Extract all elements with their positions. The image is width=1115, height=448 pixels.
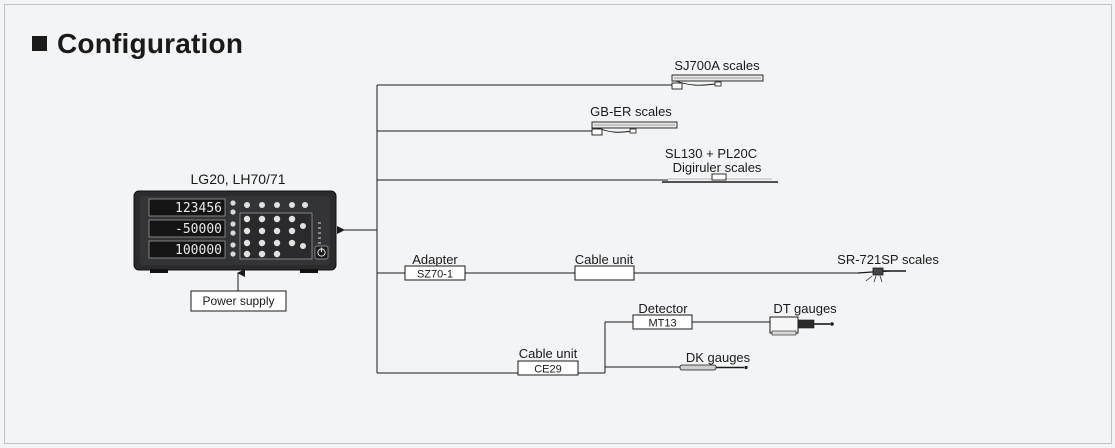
sl130-label: SL130 + PL20C <box>665 146 757 161</box>
power-button-icon <box>314 245 329 260</box>
lcd-display-2: -50000 <box>148 219 226 238</box>
cable-unit-ce29-model: CE29 <box>534 364 562 376</box>
display-side-keys <box>230 200 236 257</box>
sl130-digiruler-scale: SL130 + PL20C Digiruler scales <box>662 146 778 183</box>
sj700a-scale: SJ700A scales <box>671 58 764 90</box>
svg-text:100000: 100000 <box>175 243 222 258</box>
dt-gauges-label: DT gauges <box>773 301 837 316</box>
sj700a-label: SJ700A scales <box>674 58 760 73</box>
title-text: Configuration <box>57 28 244 59</box>
adapter-block: Adapter SZ70-1 <box>404 252 466 281</box>
sr-721sp-scale: SR-721SP scales <box>837 252 939 283</box>
adapter-model: SZ70-1 <box>417 269 453 281</box>
sr-721sp-label: SR-721SP scales <box>837 252 939 267</box>
cable-unit-ce29-block: Cable unit CE29 <box>517 346 579 376</box>
function-keypad <box>239 202 313 260</box>
cable-unit-block: Cable unit <box>574 252 635 281</box>
digiruler-label: Digiruler scales <box>673 160 762 175</box>
power-supply-label: Power supply <box>202 294 274 308</box>
gb-er-label: GB-ER scales <box>590 104 672 119</box>
adapter-label: Adapter <box>412 252 458 267</box>
bullet-square-icon <box>32 36 47 51</box>
dk-gauge: DK gauges <box>679 350 751 371</box>
counter-unit: LG20, LH70/71 123456 -50000 100000 <box>133 171 337 273</box>
dt-gauge: DT gauges <box>757 301 837 336</box>
connection-lines <box>337 84 858 374</box>
power-supply-block: Power supply <box>190 269 287 312</box>
svg-text:123456: 123456 <box>175 201 222 216</box>
detector-model: MT13 <box>648 318 676 330</box>
page-title: Configuration <box>32 28 243 60</box>
detector-label: Detector <box>638 301 688 316</box>
detector-block: Detector MT13 <box>632 301 693 330</box>
svg-text:-50000: -50000 <box>175 222 222 237</box>
gb-er-scale: GB-ER scales <box>590 104 678 136</box>
lcd-display-1: 123456 <box>148 198 226 217</box>
lcd-display-3: 100000 <box>148 240 226 259</box>
cable-unit-ce29-label: Cable unit <box>519 346 578 361</box>
device-label: LG20, LH70/71 <box>191 171 286 187</box>
status-leds <box>318 222 321 244</box>
dk-gauges-label: DK gauges <box>686 350 751 365</box>
cable-unit-label: Cable unit <box>575 252 634 267</box>
